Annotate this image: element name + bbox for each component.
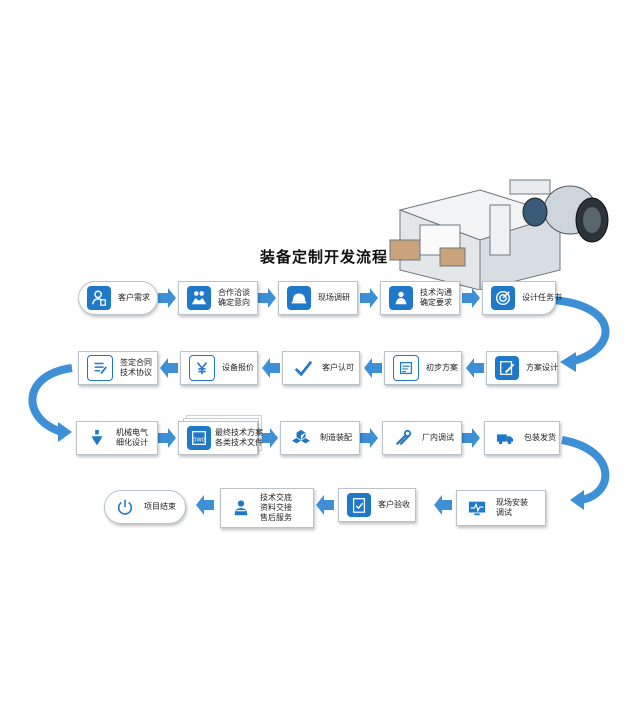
service-icon [229,496,253,520]
clipboard-check-icon [347,493,371,517]
arrow-left [196,495,214,515]
step-tech-handover: 技术交底资料交接售后服务 [220,488,314,528]
arrow-left [316,495,334,515]
check-icon [291,356,315,380]
step-detailed-design: 机械电气细化设计 [76,421,158,455]
step-factory-debug: 厂内调试 [382,421,462,455]
page-title: 装备定制开发流程 [260,248,389,266]
arrow-right [158,288,176,308]
arrow-right [462,288,480,308]
blueprint-icon [393,355,419,381]
gripper-icon [85,426,109,450]
user-doc-icon [87,286,111,310]
arrow-right [462,428,480,448]
step-tech-communication: 技术沟通确定要求 [380,281,460,315]
arrow-right [158,428,176,448]
step-scheme-design: 方案设计 [486,351,558,385]
machine-illustration [389,179,609,290]
target-icon [491,286,515,310]
tools-icon [391,426,415,450]
arrow-right [258,288,276,308]
step-manufacturing: 制造装配 [280,421,360,455]
truck-icon [493,426,517,450]
curve-arrow-left-1 [28,364,73,436]
step-project-end: 项目结束 [104,490,186,524]
step-cooperation-talks: 合作洽谈确定意向 [178,281,258,315]
arrow-right [360,428,378,448]
curve-arrow-right-2 [561,436,610,504]
step-customer-acceptance: 客户验收 [338,488,416,522]
step-package-ship: 包装发货 [484,421,560,455]
step-site-survey: 现场调研 [278,281,358,315]
arrow-left [466,358,484,378]
step-customer-demand: 客户需求 [78,281,158,315]
pencil-icon [495,356,519,380]
arrow-right [262,428,278,448]
arrow-right [360,288,378,308]
step-site-installation: 现场安装调试 [456,490,546,526]
contract-icon [87,355,113,381]
svg-text:DWG: DWG [192,438,206,444]
step-preliminary-scheme: 初步方案 [384,351,462,385]
step-equipment-quote: 设备报价 [180,351,258,385]
dwg-icon: DWG [187,426,211,450]
arrow-left [160,358,178,378]
step-design-brief: 设计任务书 [482,281,562,315]
power-icon [113,495,137,519]
handshake-icon [187,286,211,310]
people-icon [389,286,413,310]
arrow-left [434,495,452,515]
yen-icon [189,355,215,381]
curve-arrow-right-1 [551,296,610,366]
arrow-left [364,358,382,378]
helmet-icon [287,286,311,310]
monitor-icon [465,496,489,520]
arrow-left [262,358,280,378]
step-sign-contract: 签定合同技术协议 [78,351,158,385]
cubes-icon [289,426,313,450]
step-final-tech-scheme: DWG 最终技术方案各类技术文件 [178,421,263,455]
step-customer-approval: 客户认可 [282,351,360,385]
